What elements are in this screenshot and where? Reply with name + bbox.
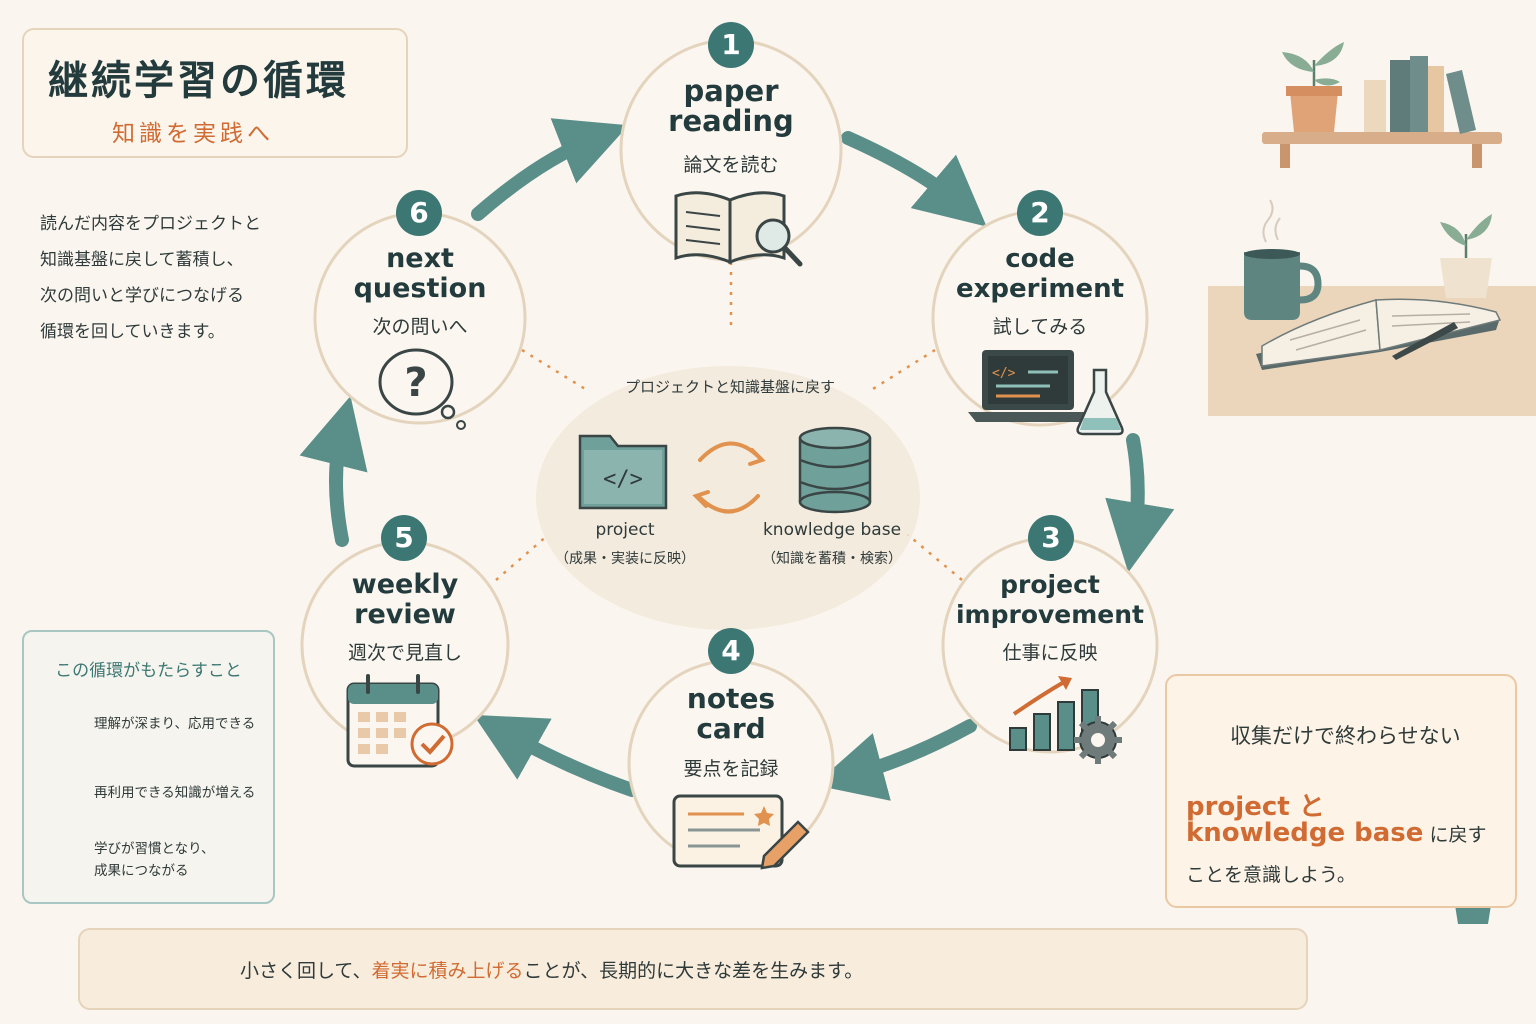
step-1-label: 論文を読む: [683, 154, 779, 176]
step-3-label: 仕事に反映: [1002, 642, 1098, 664]
benefit-item: 学びが習慣となり、 成果につながる: [94, 841, 215, 879]
step-3-title: project improvement: [955, 570, 1145, 629]
svg-text:</>: </>: [603, 467, 643, 492]
dotted-connectors: [495, 262, 963, 581]
desk-illustration: [1208, 199, 1536, 416]
step-2-number: 2: [1017, 190, 1063, 236]
reminder-line-1: project と: [1186, 792, 1325, 822]
note-card-pencil-icon: [672, 794, 810, 870]
step-6-title: next question: [353, 243, 487, 304]
intro-text: 読んだ内容をプロジェクトと 知識基盤に戻して蓄積し、 次の問いと学びにつなげる …: [40, 206, 261, 350]
page-title: 継続学習の循環: [48, 58, 349, 104]
step-5-label: 週次で見直し: [347, 642, 462, 664]
benefit-item: 再利用できる知識が増える: [94, 785, 256, 801]
step-2-label: 試してみる: [992, 316, 1088, 338]
step-5-number: 5: [381, 515, 427, 561]
project-label: project: [595, 520, 655, 540]
reminder-panel: [1165, 674, 1517, 908]
intro-line: 知識基盤に戻して蓄積し、: [40, 250, 244, 270]
question-bubble-icon: ?: [378, 348, 466, 430]
step-3-number: 3: [1028, 515, 1074, 561]
reminder-line-2: knowledge base に戻す: [1186, 818, 1486, 848]
laptop-flask-icon: </>: [968, 350, 1124, 436]
center-title: プロジェクトと知識基盤に戻す: [624, 378, 835, 396]
calendar-check-icon: [346, 674, 454, 768]
intro-line: 次の問いと学びにつなげる: [40, 286, 244, 306]
knowledge-base-label: knowledge base: [762, 520, 902, 540]
svg-text:?: ?: [404, 360, 427, 406]
intro-line: 循環を回していきます。: [40, 322, 225, 342]
title-panel: [22, 28, 408, 158]
database-icon: [798, 426, 872, 514]
bookshelf-illustration: [1262, 42, 1502, 168]
step-6-number: 6: [396, 190, 442, 236]
bottom-text-highlight: 着実に積み上げる: [371, 960, 524, 982]
knowledge-base-sublabel: （知識を蓄積・検索）: [762, 551, 902, 567]
sync-arrows-icon: [692, 441, 766, 514]
step-6-label: 次の問いへ: [372, 316, 468, 338]
step-1-number: 1: [708, 22, 754, 68]
svg-text:</>: </>: [992, 366, 1016, 381]
page-subtitle: 知識を実践へ: [112, 121, 274, 147]
benefits-title: この循環がもたらすこと: [55, 661, 242, 681]
intro-line: 読んだ内容をプロジェクトと: [40, 214, 261, 234]
reminder-return-text: に戻す: [1423, 824, 1487, 846]
step-4-number: 4: [708, 628, 754, 674]
reminder-kb-text: knowledge base: [1186, 818, 1424, 848]
folder-code-icon: </>: [578, 434, 668, 510]
project-sublabel: （成果・実装に反映）: [555, 551, 695, 567]
bottom-text-2: ことが、長期的に大きな差を生みます。: [523, 960, 864, 982]
bottom-banner: [78, 928, 1308, 1010]
benefit-item: 理解が深まり、応用できる: [94, 716, 256, 732]
reminder-line-3: ことを意識しよう。: [1186, 864, 1356, 886]
reminder-title: 収集だけで終わらせない: [1230, 724, 1461, 748]
step-4-title: notes card: [686, 682, 776, 745]
cycle-arrows: [299, 118, 1175, 801]
bar-chart-gear-icon: [1009, 676, 1122, 764]
bottom-text-1: 小さく回して、: [240, 960, 372, 982]
step-2-title: code experiment: [955, 244, 1125, 304]
bottom-message: 小さく回して、着実に積み上げることが、長期的に大きな差を生みます。: [240, 956, 863, 983]
step-1-title: paper reading: [668, 74, 794, 138]
step-4-label: 要点を記録: [683, 758, 779, 780]
benefits-panel: [22, 630, 275, 904]
open-book-magnifier-icon: [674, 191, 803, 267]
step-5-title: weekly review: [351, 569, 459, 630]
